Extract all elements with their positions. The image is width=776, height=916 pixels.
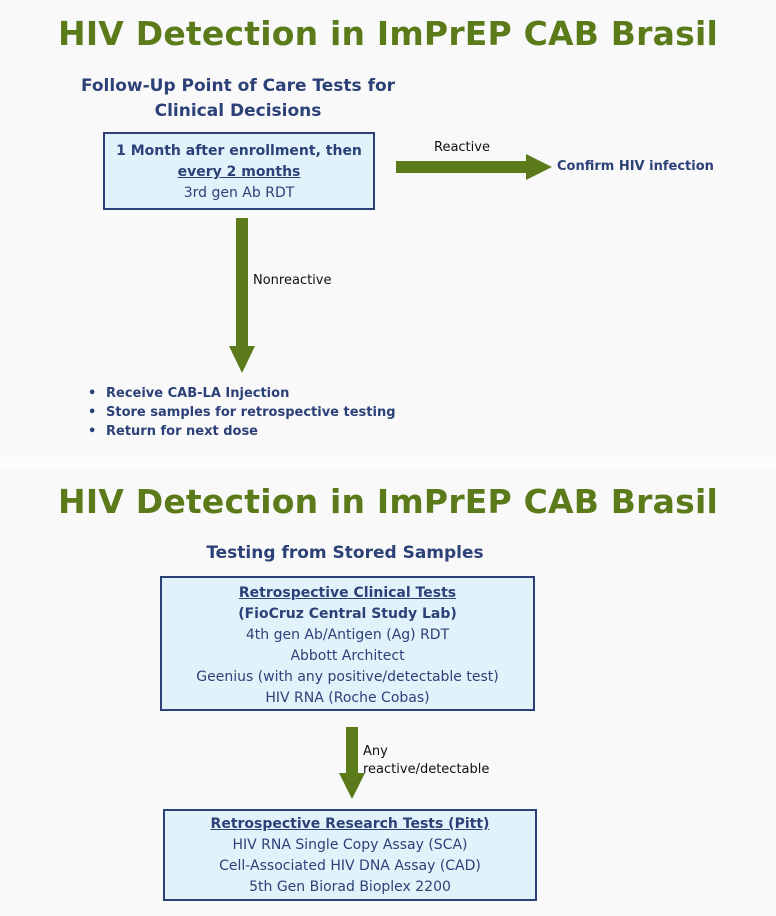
clinical-test-item: 4th gen Ab/Antigen (Ag) RDT [245, 627, 450, 643]
reactive-detectable-arrow-head [339, 773, 365, 799]
reactive-detectable-arrow [339, 727, 365, 799]
section-subheading: Follow-Up Point of Care Tests for Clinic… [60, 74, 416, 124]
subheading-line-1: Follow-Up Point of Care Tests for [80, 76, 396, 96]
research-tests-box: Retrospective Research Tests (Pitt) HIV … [163, 809, 537, 901]
list-item: Receive CAB-LA Injection [84, 384, 396, 403]
nonreactive-arrow [229, 218, 255, 373]
reactive-arrow-head [526, 154, 552, 180]
reactive-arrow-shaft [396, 161, 528, 173]
slide-title: HIV Detection in ImPrEP CAB Brasil [58, 482, 718, 521]
nonreactive-label: Nonreactive [253, 273, 332, 288]
research-test-item: 5th Gen Biorad Bioplex 2200 [249, 879, 451, 895]
list-item: Return for next dose [84, 422, 396, 441]
research-tests-heading: Retrospective Research Tests (Pitt) [210, 816, 490, 832]
reactive-label: Reactive [434, 140, 490, 155]
poc-test-box: 1 Month after enrollment, then every 2 m… [103, 132, 375, 210]
subheading-line-2: Clinical Decisions [154, 101, 322, 121]
arrow-label-reactive: reactive/detectable [363, 762, 490, 777]
reactive-arrow [396, 154, 552, 180]
section-subheading: Testing from Stored Samples [206, 543, 484, 563]
reactive-detectable-arrow-shaft [346, 727, 358, 775]
clinical-tests-heading: Retrospective Clinical Tests [238, 585, 457, 601]
nonreactive-arrow-head [229, 346, 255, 373]
confirm-infection-text: Confirm HIV infection [557, 159, 714, 174]
slide-title: HIV Detection in ImPrEP CAB Brasil [58, 14, 718, 53]
clinical-test-item: HIV RNA (Roche Cobas) [265, 690, 430, 706]
clinical-tests-lab: (FioCruz Central Study Lab) [238, 606, 457, 622]
schedule-interval: every 2 months [177, 164, 301, 180]
clinical-tests-box: Retrospective Clinical Tests (FioCruz Ce… [160, 576, 535, 711]
clinical-test-item: Abbott Architect [290, 648, 405, 664]
next-steps-list: Receive CAB-LA Injection Store samples f… [84, 384, 396, 441]
slide-stored-samples: HIV Detection in ImPrEP CAB Brasil Testi… [0, 470, 776, 916]
nonreactive-arrow-shaft [236, 218, 248, 348]
test-type: 3rd gen Ab RDT [183, 185, 295, 201]
arrow-label-any: Any [363, 744, 388, 759]
list-item: Store samples for retrospective testing [84, 403, 396, 422]
research-test-item: HIV RNA Single Copy Assay (SCA) [232, 837, 468, 853]
clinical-test-item: Geenius (with any positive/detectable te… [196, 669, 499, 685]
research-test-item: Cell-Associated HIV DNA Assay (CAD) [219, 858, 481, 874]
schedule-text: 1 Month after enrollment, then [116, 143, 362, 159]
slide-follow-up-tests: HIV Detection in ImPrEP CAB Brasil Follo… [0, 0, 776, 455]
